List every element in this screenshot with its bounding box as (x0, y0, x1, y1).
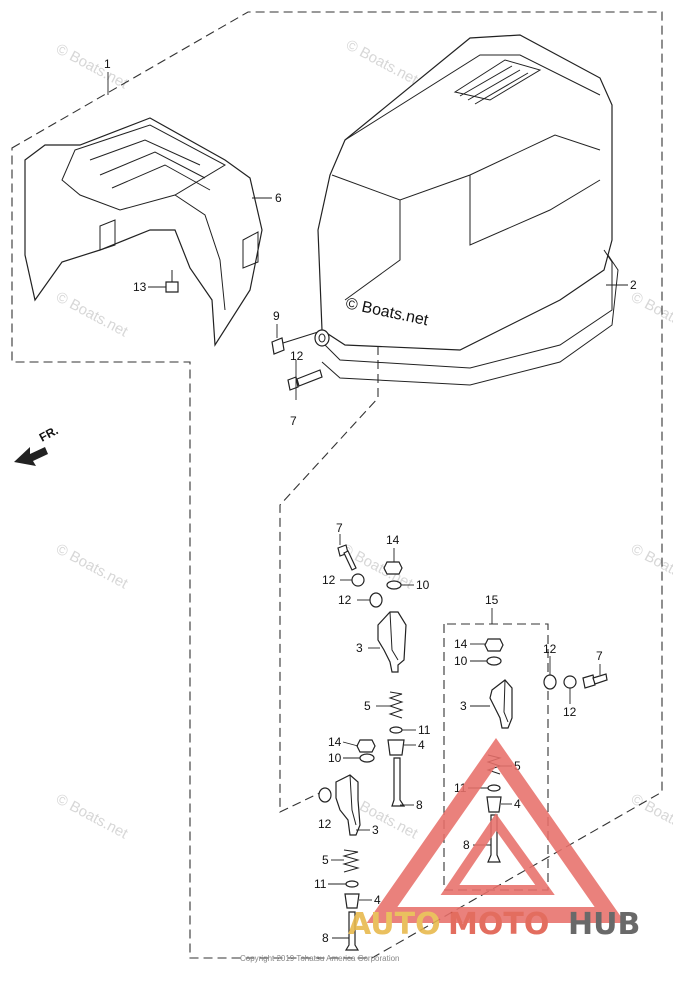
callout: 1 (104, 57, 111, 71)
part-6-bottom-cover (24, 117, 263, 347)
callout: 10 (328, 751, 342, 765)
callout: 6 (275, 191, 282, 205)
callout: 12 (318, 817, 332, 831)
part-12-grommet (314, 329, 330, 347)
callout: 10 (454, 654, 468, 668)
callout: 8 (463, 838, 470, 852)
callout: 3 (372, 823, 379, 837)
callouts: 1 2 6 13 9 12 7 7 12 14 10 12 3 5 11 4 1… (104, 57, 637, 945)
callout: 5 (514, 759, 521, 773)
assembly-boundary (11, 11, 663, 959)
watermark: © Boats.net (53, 541, 131, 593)
right-fasteners (543, 673, 608, 690)
watermark: © Boats.net (343, 37, 421, 89)
logo-text-auto: AUTO (348, 907, 441, 942)
callout: 5 (322, 853, 329, 867)
part-2-seal (321, 249, 619, 386)
engine-cover (317, 34, 613, 351)
callout: 12 (322, 573, 336, 587)
callout: 12 (338, 593, 352, 607)
watermark: © Boats.net (628, 791, 673, 843)
front-label: FR. (37, 423, 61, 444)
callout: 4 (374, 893, 381, 907)
copyright-text: Copyright 2019 Tohatsu America Corporati… (240, 954, 400, 963)
part-7-screw (287, 369, 323, 391)
watermark: © Boats.net (628, 541, 673, 593)
callout: 7 (336, 521, 343, 535)
part-9-screw (271, 331, 319, 355)
callout: 12 (563, 705, 577, 719)
callout: 10 (416, 578, 430, 592)
latch-assembly-c (484, 638, 513, 863)
callout: 7 (596, 649, 603, 663)
callout: 13 (133, 280, 147, 294)
callout: 3 (356, 641, 363, 655)
watermark: © Boats.net (53, 41, 131, 93)
watermark: © Boats.net (53, 791, 131, 843)
callout: 2 (630, 278, 637, 292)
callout: 9 (273, 309, 280, 323)
logo-triangle-inner (440, 813, 555, 895)
callout: 4 (418, 738, 425, 752)
logo-text-moto: MOTO (448, 907, 549, 942)
group-label: 15 (485, 593, 499, 607)
callout: 7 (290, 414, 297, 428)
automotohub-logo: AUTO MOTO HUB (348, 738, 640, 942)
callout: 4 (514, 797, 521, 811)
part-13-screw (165, 270, 179, 293)
leader-lines (107, 72, 628, 939)
latch-assembly-b (318, 739, 376, 951)
callout: 12 (290, 349, 304, 363)
callout: 3 (460, 699, 467, 713)
logo-triangle (366, 738, 626, 923)
front-direction-arrow: FR. (14, 423, 60, 466)
callout: 11 (418, 723, 431, 737)
latch-assembly-a (337, 544, 407, 807)
watermark: © Boats.net (628, 289, 673, 341)
callout: 8 (322, 931, 329, 945)
callout: 14 (454, 637, 468, 651)
callout: 14 (386, 533, 400, 547)
callout: 8 (416, 798, 423, 812)
callout: 11 (314, 877, 327, 891)
watermark: © Boats.net (53, 289, 131, 341)
logo-text-hub: HUB (568, 907, 640, 942)
callout: 12 (543, 642, 557, 656)
callout: 14 (328, 735, 342, 749)
callout: 5 (364, 699, 371, 713)
